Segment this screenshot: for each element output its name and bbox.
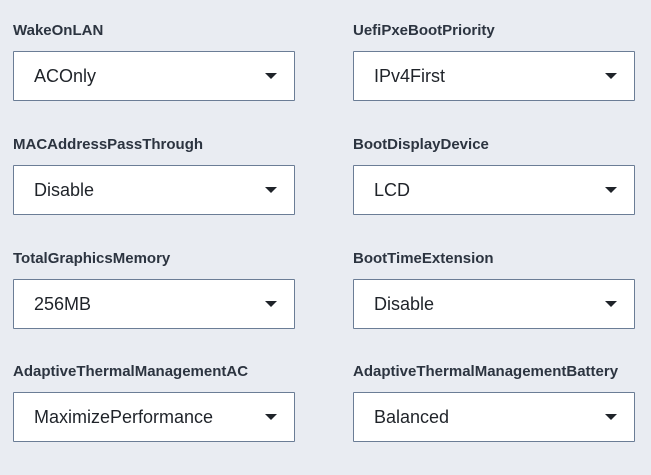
field-label: AdaptiveThermalManagementAC [13,363,249,380]
chevron-down-icon [605,301,617,307]
mac-address-pass-through-select[interactable]: Disable [13,165,295,215]
chevron-down-icon [265,301,277,307]
chevron-down-icon [605,414,617,420]
chevron-down-icon [605,187,617,193]
chevron-down-icon [265,414,277,420]
field-label: TotalGraphicsMemory [13,250,171,267]
chevron-down-icon [605,73,617,79]
select-value: ACOnly [34,66,97,86]
adaptive-thermal-management-ac-select[interactable]: MaximizePerformance [13,392,295,442]
select-value: Balanced [374,407,450,427]
select-value: LCD [374,180,411,200]
adaptive-thermal-management-battery-select[interactable]: Balanced [353,392,635,442]
field-label: BootDisplayDevice [353,136,489,153]
field-label: WakeOnLAN [13,22,104,39]
field-label: AdaptiveThermalManagementBattery [353,363,619,380]
field-label: UefiPxeBootPriority [353,22,495,39]
field-label: MACAddressPassThrough [13,136,204,153]
select-value: MaximizePerformance [34,407,214,427]
select-value: 256MB [34,294,92,314]
total-graphics-memory-select[interactable]: 256MB [13,279,295,329]
chevron-down-icon [265,73,277,79]
chevron-down-icon [265,187,277,193]
wake-on-lan-select[interactable]: ACOnly [13,51,295,101]
select-value: Disable [374,294,435,314]
boot-time-extension-select[interactable]: Disable [353,279,635,329]
field-label: BootTimeExtension [353,250,494,267]
select-value: IPv4First [374,66,446,86]
uefi-pxe-boot-priority-select[interactable]: IPv4First [353,51,635,101]
select-value: Disable [34,180,95,200]
boot-display-device-select[interactable]: LCD [353,165,635,215]
